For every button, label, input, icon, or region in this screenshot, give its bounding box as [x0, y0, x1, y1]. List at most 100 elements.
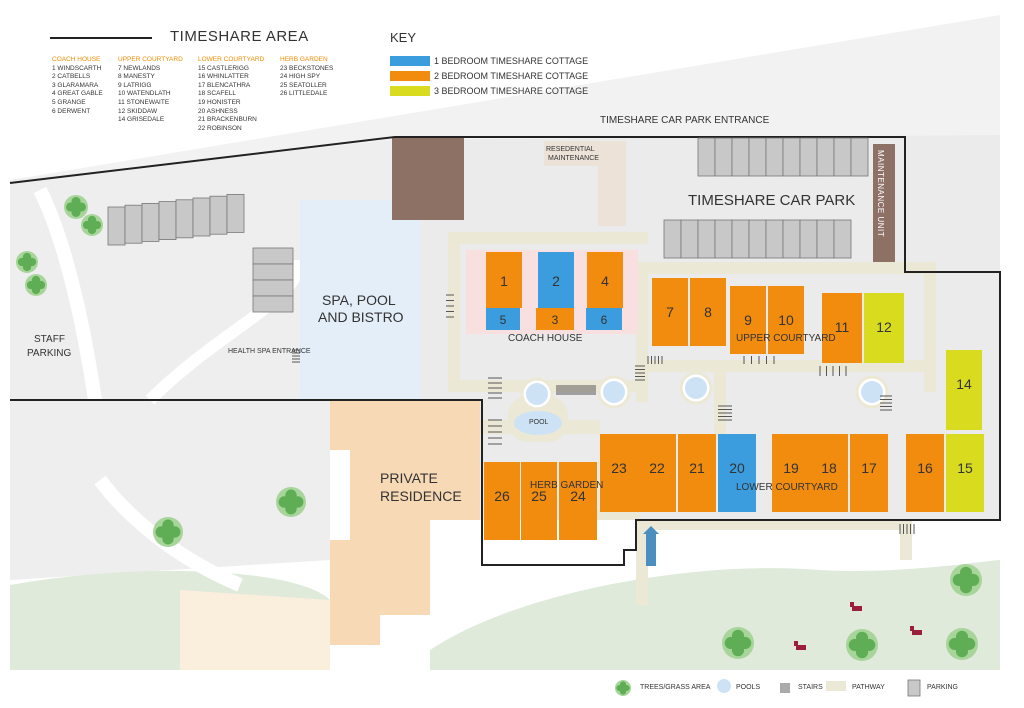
cottage-25[interactable]: 25 [521, 462, 557, 540]
group-item: 23 BECKSTONES [280, 64, 334, 72]
tree-icon [25, 274, 47, 296]
spa-area [300, 200, 420, 400]
cottage-shape [678, 434, 716, 512]
cottage-shape [638, 434, 676, 512]
cottage-14[interactable]: 14 [946, 350, 982, 430]
cottage-shape [850, 434, 888, 512]
stairs-icon [647, 356, 663, 364]
staff-parking-area [10, 140, 395, 400]
cottage-18[interactable]: 18 [810, 434, 848, 512]
tree-icon [946, 628, 978, 660]
tree-icon [276, 487, 306, 517]
cottage-shape [587, 252, 623, 308]
maintenance-unit-label: MAINTENANCE UNIT [876, 150, 885, 238]
cottage-8[interactable]: 8 [690, 278, 726, 346]
pool [861, 381, 883, 403]
cottage-20[interactable]: 20 [718, 434, 756, 512]
legend-stairs-icon [780, 683, 790, 693]
cottage-5[interactable]: 5 [486, 308, 520, 330]
car-park-entrance-label: TIMESHARE CAR PARK ENTRANCE [600, 115, 770, 126]
cottage-number: 18 [821, 460, 837, 476]
spa-entrance-label: HEALTH SPA ENTRANCE [228, 348, 311, 355]
residential-maintenance-label-1: RESEDENTIAL [546, 146, 595, 153]
cottage-number: 24 [570, 488, 586, 504]
cottage-shape [822, 293, 862, 363]
parking-row-top [697, 137, 869, 177]
cottage-22[interactable]: 22 [638, 434, 676, 512]
cottage-16[interactable]: 16 [906, 434, 944, 512]
tree-icon [722, 627, 754, 659]
cottage-number: 10 [778, 312, 794, 328]
cottage-shape [559, 462, 597, 540]
cottage-4[interactable]: 4 [587, 252, 623, 308]
cottage-17[interactable]: 17 [850, 434, 888, 512]
group-item: 20 ASHNESS [198, 107, 238, 115]
key-label-1bed: 1 BEDROOM TIMESHARE COTTAGE [434, 56, 589, 66]
cottage-number: 2 [552, 273, 560, 289]
cottage-21[interactable]: 21 [678, 434, 716, 512]
cottage-number: 20 [729, 460, 745, 476]
cottage-shape [690, 278, 726, 346]
group-heading: COACH HOUSE [52, 56, 101, 63]
lower-left-area [10, 400, 330, 580]
cottage-12[interactable]: 12 [864, 293, 904, 363]
upper-courtyard-label: UPPER COURTYARD [736, 333, 836, 344]
cottage-shape [768, 286, 804, 354]
cottage-6[interactable]: 6 [586, 308, 622, 330]
cottage-shape [538, 252, 574, 308]
group-item: 17 BLENCATHRA [198, 81, 251, 89]
private-residence-label-1: PRIVATE [380, 470, 438, 486]
cottage-number: 23 [611, 460, 627, 476]
group-upper-courtyard: UPPER COURTYARD 7 NEWLANDS 8 MANESTY 9 L… [118, 56, 183, 125]
group-item: 2 CATBELLS [52, 73, 91, 81]
legend-stairs-label: STAIRS [798, 684, 823, 691]
animal-icon [850, 602, 862, 611]
legend-trees-label: TREES/GRASS AREA [640, 684, 711, 691]
cottage-number: 3 [552, 313, 559, 327]
stairs-icon [819, 366, 847, 376]
cottage-23[interactable]: 23 [600, 434, 638, 512]
cottage-shape [586, 308, 622, 330]
animal-icon [794, 641, 806, 650]
cottage-7[interactable]: 7 [652, 278, 688, 346]
group-item: 7 NEWLANDS [118, 64, 161, 72]
group-lower-courtyard: LOWER COURTYARD 15 CASTLERIGG 16 WHINLAT… [198, 56, 264, 133]
group-item: 11 STONEWAITE [118, 98, 170, 106]
timeshare-area-title: TIMESHARE AREA [170, 28, 309, 45]
cottage-26[interactable]: 26 [484, 462, 520, 540]
cottage-number: 15 [957, 460, 973, 476]
cottage-3[interactable]: 3 [536, 308, 574, 330]
cottage-number: 1 [500, 273, 508, 289]
cottage-10[interactable]: 10 [768, 286, 804, 354]
stairs-icon [899, 524, 915, 534]
stairs-icon [880, 395, 892, 411]
tree-icon [153, 517, 183, 547]
tree-icon [950, 564, 982, 596]
parking-row-spa [252, 247, 294, 313]
cottage-19[interactable]: 19 [772, 434, 810, 512]
cottage-1[interactable]: 1 [486, 252, 522, 308]
tree-icon [846, 629, 878, 661]
legend-trees-icon [615, 680, 631, 696]
stairs-icon [556, 385, 596, 395]
cottage-number: 12 [876, 319, 892, 335]
cottage-number: 11 [835, 319, 850, 335]
cottage-shape [772, 434, 810, 512]
parking-row-middle [663, 219, 852, 259]
group-item: 22 ROBINSON [198, 124, 242, 132]
group-heading: UPPER COURTYARD [118, 56, 183, 63]
group-item: 1 WINDSCARTH [52, 64, 102, 72]
cottage-2[interactable]: 2 [538, 252, 574, 308]
cottage-15[interactable]: 15 [946, 434, 984, 512]
private-residence-label-2: RESIDENCE [380, 488, 462, 504]
group-item: 4 GREAT GABLE [52, 90, 103, 98]
parking-row-staff [107, 193, 245, 246]
cottage-9[interactable]: 9 [730, 286, 766, 354]
cottage-number: 7 [666, 304, 674, 320]
cottage-24[interactable]: 24 [559, 462, 597, 540]
staff-parking-label-2: PARKING [27, 348, 72, 359]
pool [526, 383, 548, 405]
cottage-number: 4 [601, 273, 609, 289]
cottage-11[interactable]: 11 [822, 293, 862, 363]
